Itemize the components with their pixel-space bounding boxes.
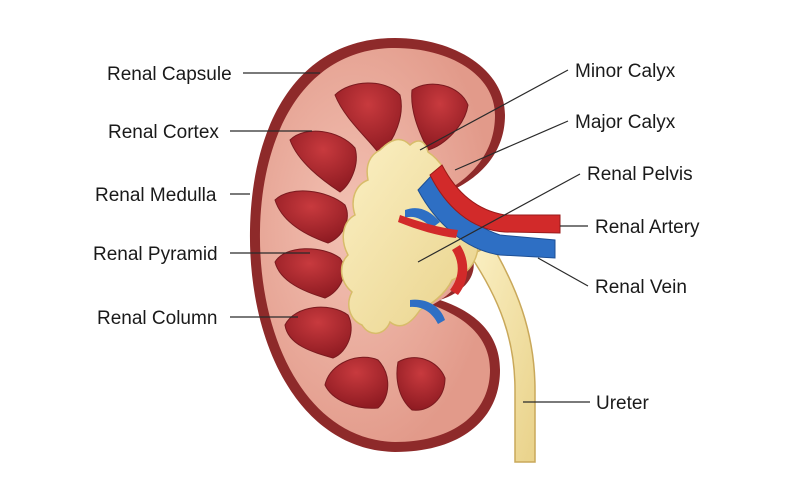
renal-artery-lower-branch	[450, 245, 468, 295]
pyramid-8	[396, 357, 446, 411]
label-renal-vein: Renal Vein	[595, 277, 687, 298]
label-major-calyx: Major Calyx	[575, 112, 676, 133]
pyramid-2	[411, 83, 469, 151]
pyramid-5	[274, 248, 345, 299]
ureter-tube	[468, 244, 536, 463]
pyramid-3	[289, 130, 357, 193]
leader-lines	[230, 69, 590, 403]
renal-vein-lower-branch	[410, 299, 445, 324]
label-ureter: Ureter	[596, 393, 649, 414]
label-renal-pyramid: Renal Pyramid	[93, 244, 218, 265]
label-renal-artery: Renal Artery	[595, 217, 700, 238]
pyramid-1	[334, 82, 402, 156]
renal-pyramids	[274, 82, 469, 411]
renal-artery-branch	[398, 215, 458, 238]
label-renal-medulla: Renal Medulla	[95, 185, 217, 206]
label-renal-column: Renal Column	[97, 308, 217, 329]
label-minor-calyx: Minor Calyx	[575, 61, 676, 82]
pyramid-6	[284, 306, 352, 359]
pyramid-7	[324, 356, 389, 409]
renal-artery-vessel	[429, 164, 561, 234]
renal-vein-branch	[405, 208, 440, 228]
label-renal-capsule: Renal Capsule	[107, 64, 232, 85]
label-renal-cortex: Renal Cortex	[108, 122, 219, 143]
label-renal-pelvis: Renal Pelvis	[587, 164, 693, 185]
